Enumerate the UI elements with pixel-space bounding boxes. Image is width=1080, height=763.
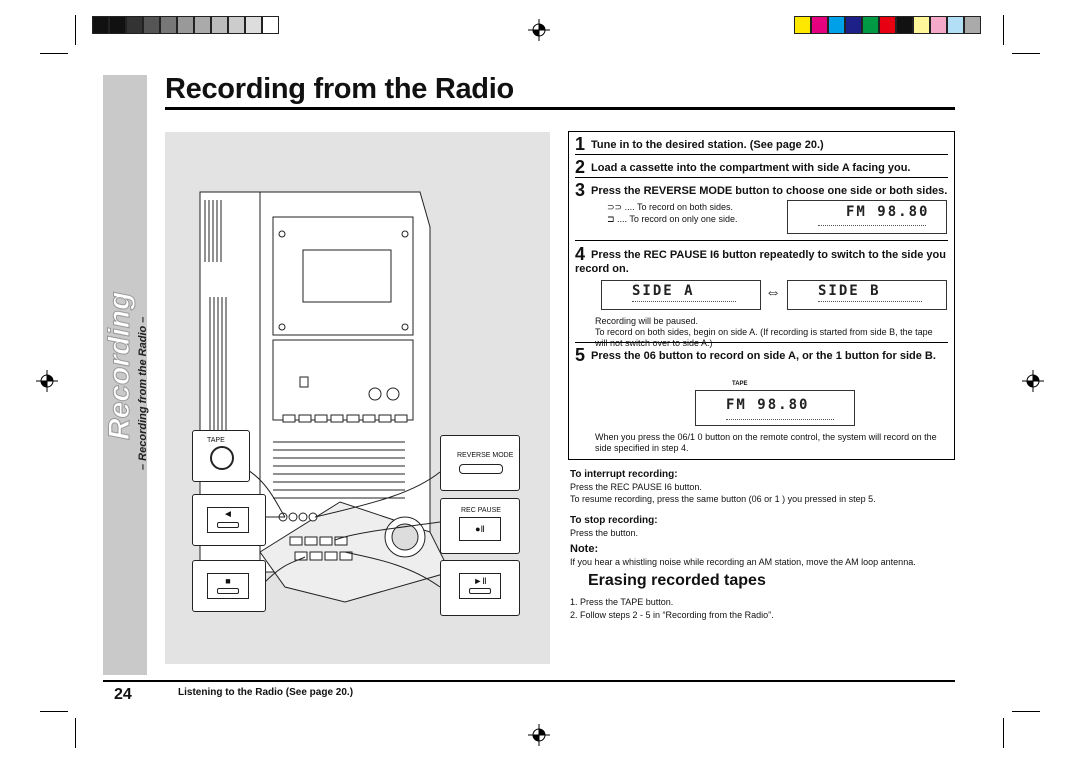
colorbar-swatch — [862, 16, 879, 34]
tape-button[interactable] — [210, 446, 234, 470]
graybar-swatch — [262, 16, 279, 34]
footer-rule — [103, 680, 955, 682]
stereo-illustration: TAPE ◄ ■ REVERSE MODE REC PAUSE ●Ⅱ ►Ⅱ — [165, 132, 550, 664]
color-bar — [794, 16, 981, 34]
title-rule — [165, 107, 955, 110]
colorbar-swatch — [828, 16, 845, 34]
registration-mark-icon — [1022, 370, 1044, 392]
registration-mark-icon — [528, 724, 550, 746]
rewind-button-callout: ◄ — [192, 494, 266, 546]
page-number: 24 — [114, 686, 132, 703]
colorbar-swatch — [879, 16, 896, 34]
graybar-swatch — [92, 16, 109, 34]
colorbar-swatch — [896, 16, 913, 34]
graybar-swatch — [177, 16, 194, 34]
colorbar-swatch — [794, 16, 811, 34]
tape-label: TAPE — [207, 437, 225, 444]
colorbar-swatch — [930, 16, 947, 34]
lcd-display-side-b: SIDE B — [787, 280, 947, 310]
graybar-swatch — [143, 16, 160, 34]
erase-heading: Erasing recorded tapes — [588, 572, 766, 589]
note-text: If you hear a whistling noise while reco… — [570, 557, 916, 567]
grayscale-bar — [92, 16, 279, 34]
colorbar-swatch — [964, 16, 981, 34]
colorbar-swatch — [845, 16, 862, 34]
note-heading: Note: — [570, 543, 599, 555]
page-title: Recording from the Radio — [165, 73, 514, 105]
graybar-swatch — [245, 16, 262, 34]
lcd-display-side-a: SIDE A — [601, 280, 761, 310]
graybar-swatch — [194, 16, 211, 34]
stop-line1: Press the button. — [570, 528, 639, 538]
both-sides-icon: ⊃⊃ — [607, 202, 623, 212]
interrupt-heading: To interrupt recording: — [570, 469, 678, 480]
colorbar-swatch — [913, 16, 930, 34]
graybar-swatch — [160, 16, 177, 34]
graybar-swatch — [126, 16, 143, 34]
play-pause-callout: ►Ⅱ — [440, 560, 520, 616]
side-b-play-button[interactable]: ◄ — [207, 507, 249, 533]
reverse-mode-callout: REVERSE MODE — [440, 435, 520, 491]
reverse-mode-button[interactable] — [459, 464, 503, 474]
side-tab — [103, 75, 147, 675]
stop-button-callout: ■ — [192, 560, 266, 612]
stop-button[interactable]: ■ — [207, 573, 249, 599]
erase-item-2: 2. Follow steps 2 - 5 in “Recording from… — [570, 610, 774, 620]
one-side-icon: ⊐ — [607, 214, 618, 224]
stop-heading: To stop recording: — [570, 515, 658, 526]
interrupt-line1: Press the REC PAUSE I6 button. — [570, 482, 702, 492]
rec-pause-button[interactable]: ●Ⅱ — [459, 517, 501, 541]
side-tab-main: Recording — [103, 291, 137, 440]
interrupt-line2: To resume recording, press the same butt… — [570, 494, 876, 504]
graybar-swatch — [228, 16, 245, 34]
erase-item-1: 1. Press the TAPE button. — [570, 597, 674, 607]
footer-text: Listening to the Radio (See page 20.) — [178, 687, 354, 698]
colorbar-swatch — [811, 16, 828, 34]
lcd-display-step5: TAPE FM 98.80 — [695, 381, 855, 426]
registration-mark-icon — [528, 19, 550, 41]
tape-button-callout: TAPE — [192, 430, 250, 482]
switch-arrow-icon: ⇔ — [765, 284, 781, 301]
rec-pause-callout: REC PAUSE ●Ⅱ — [440, 498, 520, 554]
registration-mark-icon — [36, 370, 58, 392]
graybar-swatch — [211, 16, 228, 34]
side-tab-sub: – Recording from the Radio – — [137, 316, 149, 470]
rec-pause-label: REC PAUSE — [461, 507, 501, 514]
lcd-display-step3: FM 98.80 — [787, 200, 947, 234]
graybar-swatch — [109, 16, 126, 34]
side-a-play-button[interactable]: ►Ⅱ — [459, 573, 501, 599]
reverse-mode-label: REVERSE MODE — [457, 452, 514, 459]
colorbar-swatch — [947, 16, 964, 34]
